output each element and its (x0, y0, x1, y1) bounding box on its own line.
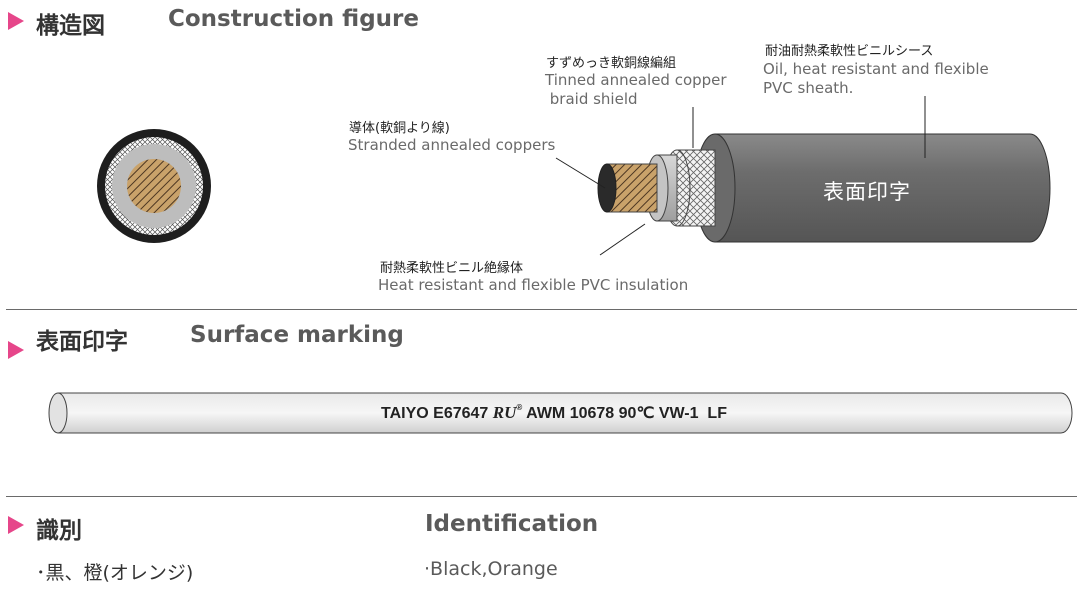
shield-label-jp: すずめっき軟銅線編組 (546, 56, 677, 71)
conductor-label-jp: 導体(軟銅より線) (349, 121, 450, 136)
section-divider-2 (6, 496, 1077, 497)
sheath-print-label: 表面印字 (823, 180, 911, 204)
construction-heading-jp: 構造図 (36, 13, 105, 39)
surface-heading-en: Surface marking (190, 322, 404, 348)
sheath-label-en-2: PVC sheath. (763, 79, 854, 97)
construction-heading-en: Construction figure (168, 6, 419, 32)
shield-label-en-1: Tinned annealed copper (545, 71, 727, 89)
sheath-label-jp: 耐油耐熱柔軟性ビニルシース (765, 44, 934, 59)
cross-section-conductor (127, 159, 181, 213)
identification-value-en: ·Black,Orange (424, 558, 558, 580)
shield-label-en-2: braid shield (545, 90, 638, 108)
identification-heading-en: Identification (425, 511, 599, 537)
section-divider-1 (6, 309, 1077, 310)
surface-marking-text: TAIYO E67647 RU® AWM 10678 90℃ VW-1 LF (381, 403, 727, 422)
ul-recognized-icon: RU (492, 403, 517, 422)
marked-cable (48, 392, 1073, 434)
section-arrow-icon (8, 341, 24, 359)
surface-heading-jp: 表面印字 (36, 329, 128, 355)
conductor-label-en: Stranded annealed coppers (348, 136, 556, 154)
side-view-sheath (714, 133, 1051, 243)
marking-part-1: TAIYO E67647 (381, 405, 489, 422)
marking-part-2: AWM 10678 90℃ VW-1 LF (526, 405, 727, 422)
sheath-label-en-1: Oil, heat resistant and flexible (763, 60, 989, 78)
section-arrow-icon (8, 516, 24, 534)
insulation-label-en: Heat resistant and flexible PVC insulati… (378, 276, 689, 294)
side-view-conductor-end (597, 163, 617, 213)
cable-side-view (597, 133, 1051, 243)
insulation-label-jp: 耐熱柔軟性ビニル絶縁体 (380, 261, 524, 276)
section-arrow-icon (8, 12, 24, 30)
identification-value-jp: ･黒、橙(オレンジ) (36, 562, 194, 584)
identification-heading-jp: 識別 (36, 518, 82, 544)
cable-cross-section (97, 129, 211, 243)
